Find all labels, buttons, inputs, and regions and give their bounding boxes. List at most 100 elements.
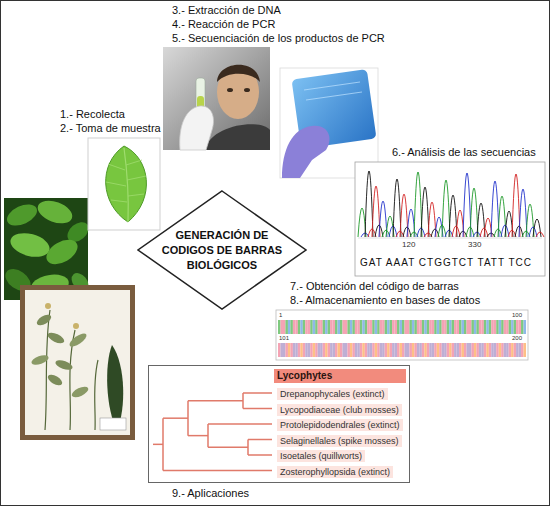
barcode-image <box>276 310 528 360</box>
barcode-bar <box>330 343 333 357</box>
barcode-bar <box>370 320 373 334</box>
plant-photo <box>1 196 92 300</box>
herbarium-photo <box>46 331 66 346</box>
barcode-bar <box>338 343 341 357</box>
barcode-bar <box>471 343 474 357</box>
chromatogram-peak <box>428 202 436 237</box>
barcode-bar <box>357 320 360 334</box>
barcode-bar <box>377 343 380 357</box>
position-number: 101 <box>279 334 289 342</box>
barcode-bar <box>462 320 465 334</box>
barcode-bar <box>471 320 474 334</box>
barcode-bar <box>501 320 504 334</box>
barcode-bar <box>375 320 378 334</box>
barcode-bar <box>395 343 398 357</box>
barcode-bar <box>293 343 296 357</box>
barcode-bars <box>278 320 526 357</box>
barcode-bar <box>432 343 435 357</box>
barcode-bar <box>524 320 527 334</box>
barcode-bar <box>519 343 522 357</box>
tree-header: Lycophytes <box>274 369 406 383</box>
barcode-bar <box>489 343 492 357</box>
barcode-bar <box>290 320 293 334</box>
barcode-bar <box>298 320 301 334</box>
barcode-bar <box>479 343 482 357</box>
barcode-bar <box>519 320 522 334</box>
barcode-bar <box>457 343 460 357</box>
plant-photo <box>42 235 81 269</box>
lab-photo <box>205 124 270 150</box>
barcode-bar <box>434 343 437 357</box>
barcode-bar <box>494 343 497 357</box>
herbarium-photo <box>20 285 135 440</box>
herbarium-photo <box>68 331 89 349</box>
barcode-bar <box>308 320 311 334</box>
barcode-bar <box>377 320 380 334</box>
barcode-bar <box>295 320 298 334</box>
step-label: 2.- Toma de muestra <box>60 122 161 135</box>
herbarium-photo <box>45 303 51 309</box>
barcode-bar <box>342 343 345 357</box>
barcode-bar <box>412 320 415 334</box>
barcode-bar <box>293 320 296 334</box>
barcode-bar <box>382 343 385 357</box>
barcode-bar <box>516 343 519 357</box>
barcode-bar <box>432 320 435 334</box>
herbarium-photo <box>30 353 50 367</box>
barcode-bar <box>340 320 343 334</box>
barcode-bar <box>454 320 457 334</box>
herbarium-photo <box>46 373 64 388</box>
barcode-bar <box>310 320 313 334</box>
chromatogram-peak <box>393 179 401 237</box>
barcode-bar <box>464 320 467 334</box>
lab-photo <box>217 65 260 82</box>
barcode-bar <box>315 343 318 357</box>
tree-branch <box>243 408 272 410</box>
barcode-bar <box>516 320 519 334</box>
lab-photo <box>227 88 233 92</box>
barcode-bar <box>509 343 512 357</box>
diagram-title: GENERACIÓN DE CODIGOS DE BARRAS BIOLÓGIC… <box>158 228 286 273</box>
barcode-bar <box>352 343 355 357</box>
barcode-bar <box>333 343 336 357</box>
barcode-bar <box>506 320 509 334</box>
barcode-bar <box>439 343 442 357</box>
axis-number: 120 <box>402 240 415 250</box>
barcode-bar <box>452 343 455 357</box>
barcode-bar <box>402 343 405 357</box>
barcode-bar <box>345 343 348 357</box>
gel-photo <box>280 68 378 178</box>
barcode-bar <box>404 343 407 357</box>
barcode-bar <box>424 320 427 334</box>
barcode-bar <box>365 343 368 357</box>
axis-number: 330 <box>468 240 481 250</box>
tree-branch <box>163 417 188 419</box>
barcode-bar <box>313 320 316 334</box>
barcode-bar <box>278 320 281 334</box>
barcode-bar <box>489 320 492 334</box>
barcode-bar <box>362 320 365 334</box>
barcode-bar <box>424 343 427 357</box>
barcode-bar <box>521 343 524 357</box>
barcode-bar <box>347 320 350 334</box>
barcode-bar <box>449 343 452 357</box>
chromatogram-peak <box>365 171 373 237</box>
barcode-bar <box>372 320 375 334</box>
barcode-bar <box>521 320 524 334</box>
lab-photo <box>244 88 250 92</box>
barcode-bar <box>400 320 403 334</box>
taxon-name: Protolepidodendrales (extinct) <box>277 419 403 431</box>
barcode-bar <box>330 320 333 334</box>
barcode-bar <box>335 343 338 357</box>
plant-photo <box>8 229 52 261</box>
chromatogram-peak <box>470 188 478 237</box>
barcode-bar <box>370 343 373 357</box>
barcode-bar <box>300 343 303 357</box>
position-number: 200 <box>512 334 522 342</box>
barcode-bar <box>328 343 331 357</box>
barcode-bar <box>447 320 450 334</box>
barcode-bar <box>459 320 462 334</box>
barcode-bar <box>414 343 417 357</box>
barcode-bar <box>285 320 288 334</box>
barcode-bar <box>367 343 370 357</box>
